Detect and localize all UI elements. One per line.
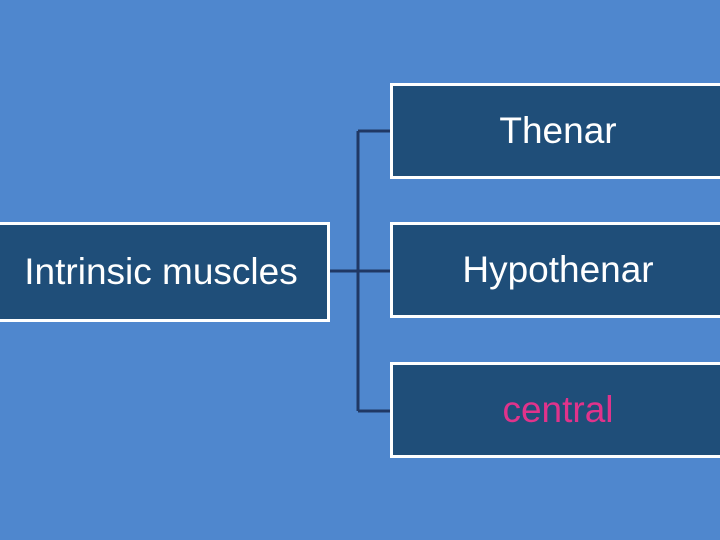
node-thenar[interactable]: Thenar (390, 83, 720, 179)
node-intrinsic-muscles-label: Intrinsic muscles (24, 250, 298, 292)
node-thenar-label: Thenar (499, 109, 617, 151)
node-hypothenar-label: Hypothenar (462, 248, 654, 290)
node-intrinsic-muscles[interactable]: Intrinsic muscles (0, 222, 330, 322)
node-central[interactable]: central (390, 362, 720, 458)
node-central-label: central (502, 388, 614, 430)
node-hypothenar[interactable]: Hypothenar (390, 222, 720, 318)
